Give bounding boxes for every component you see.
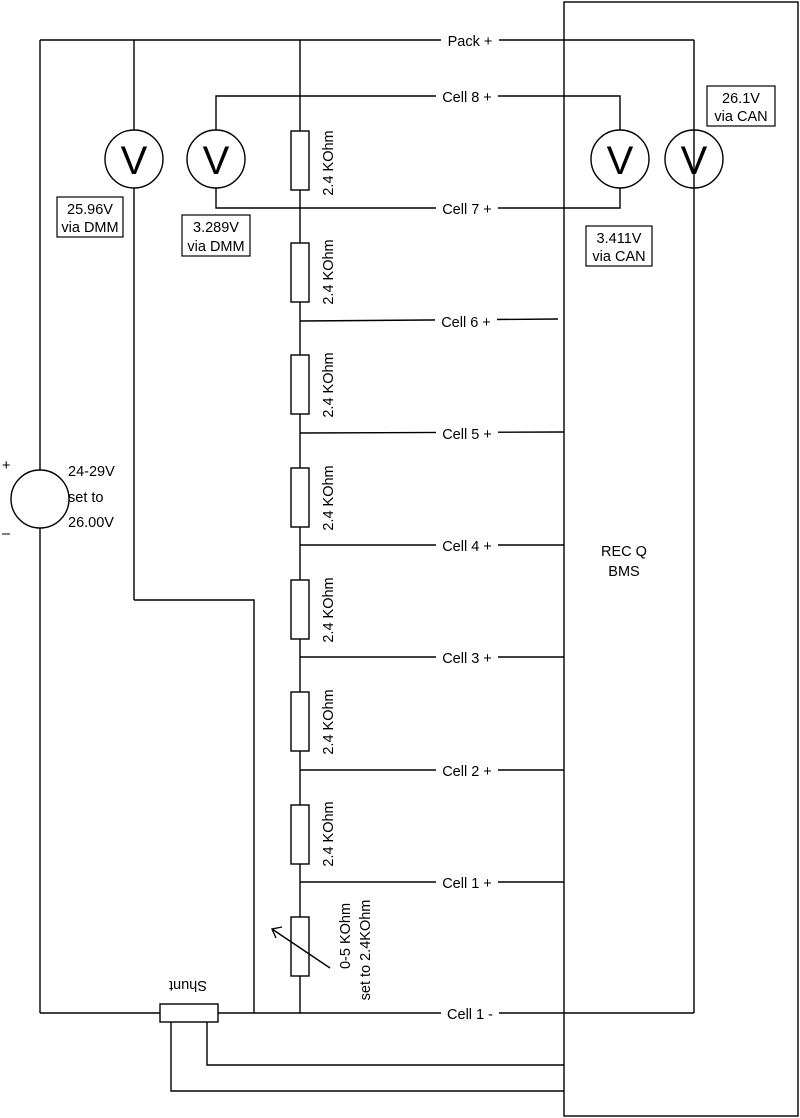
resistor-6 xyxy=(290,691,310,752)
resistor-2 xyxy=(290,242,310,303)
potentiometer-arrowhead xyxy=(271,926,283,939)
pack-can-voltmeter: V xyxy=(664,129,724,189)
source-label-3: 26.00V xyxy=(68,515,114,531)
resistor-7 xyxy=(290,804,310,865)
reading-source: via CAN xyxy=(714,109,767,125)
pack-plus-label: Pack + xyxy=(448,34,493,50)
resistor-1 xyxy=(290,130,310,191)
reading-value: 26.1V xyxy=(722,91,760,107)
cell5-tap-wire xyxy=(299,431,565,434)
resistor-5 xyxy=(290,579,310,640)
reading-value: 3.289V xyxy=(193,220,239,236)
resistor-3-label: 2.4 KOhm xyxy=(321,352,337,417)
cell8-dmm-top-wire xyxy=(215,95,621,130)
potentiometer-label-1: 0-5 KOhm xyxy=(338,903,354,969)
cell8-dmm-bottom-wire xyxy=(215,188,300,209)
cell1-minus-label: Cell 1 - xyxy=(447,1007,493,1023)
resistor-7-label: 2.4 KOhm xyxy=(321,801,337,866)
voltage-source xyxy=(10,469,70,529)
voltmeter-symbol: V xyxy=(607,139,634,183)
cell8-dmm-reading: 3.289V via DMM xyxy=(181,214,251,257)
pack-can-reading: 26.1V via CAN xyxy=(706,85,776,127)
source-label-1: 24-29V xyxy=(68,464,115,480)
reading-source: via DMM xyxy=(61,220,118,236)
resistor-1-label: 2.4 KOhm xyxy=(321,130,337,195)
reading-value: 25.96V xyxy=(67,202,113,218)
resistor-4-label: 2.4 KOhm xyxy=(321,465,337,530)
cell2-plus-label: Cell 2 + xyxy=(442,764,492,780)
bms-box xyxy=(563,1,799,1117)
source-minus-sign: – xyxy=(2,526,11,542)
cell8-can-voltmeter: V xyxy=(590,129,650,189)
cell1-plus-label: Cell 1 + xyxy=(442,876,492,892)
reading-value: 3.411V xyxy=(597,231,642,247)
cell8-can-reading: 3.411V via CAN xyxy=(585,225,653,267)
shunt-sense-wire-2 xyxy=(170,1022,564,1092)
resistor-3 xyxy=(290,354,310,415)
bms-label-1: REC Q xyxy=(601,544,647,560)
source-plus-sign: + xyxy=(2,458,10,474)
reading-source: via DMM xyxy=(187,239,244,255)
bms-label-2: BMS xyxy=(608,564,639,580)
cell5-plus-label: Cell 5 + xyxy=(442,427,492,443)
cell7-tap-wire xyxy=(300,188,621,209)
source-label-2: set to xyxy=(68,490,103,506)
pack-dmm-return-wire xyxy=(134,599,255,1013)
voltmeter-symbol: V xyxy=(121,139,148,183)
cell6-plus-label: Cell 6 + xyxy=(441,315,491,331)
potentiometer xyxy=(290,916,310,977)
shunt-label: Shunt xyxy=(169,977,207,993)
resistor-5-label: 2.4 KOhm xyxy=(321,577,337,642)
cell8-plus-label: Cell 8 + xyxy=(442,90,492,106)
potentiometer-arrow xyxy=(271,928,331,969)
shunt xyxy=(159,1003,219,1023)
cell6-tap-wire xyxy=(299,318,559,322)
voltmeter-symbol: V xyxy=(681,139,708,183)
reading-source: via CAN xyxy=(592,249,645,265)
cell4-plus-label: Cell 4 + xyxy=(442,539,492,555)
voltmeter-symbol: V xyxy=(203,139,230,183)
resistor-4 xyxy=(290,467,310,528)
cell7-plus-label: Cell 7 + xyxy=(442,202,492,218)
cell8-dmm-voltmeter: V xyxy=(186,129,246,189)
shunt-sense-wire-1 xyxy=(206,1022,564,1066)
pack-dmm-reading: 25.96V via DMM xyxy=(56,196,124,238)
pack-dmm-voltmeter: V xyxy=(104,129,164,189)
resistor-2-label: 2.4 KOhm xyxy=(321,239,337,304)
cell3-plus-label: Cell 3 + xyxy=(442,651,492,667)
potentiometer-label-2: set to 2.4KOhm xyxy=(358,900,374,1001)
resistor-6-label: 2.4 KOhm xyxy=(321,689,337,754)
